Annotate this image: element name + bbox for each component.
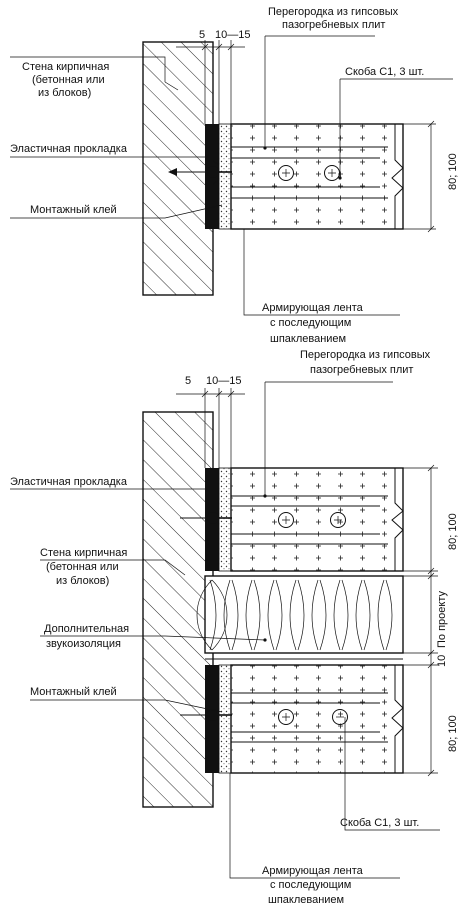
diagram-1: 5 10—15 80; 100 Перегородка из гипсовых bbox=[10, 6, 459, 345]
brick-wall-2 bbox=[142, 411, 214, 808]
gasket-label-1: Эластичная прокладка bbox=[10, 143, 128, 155]
tape-label-2c: шпаклеванием bbox=[268, 894, 344, 906]
partition-slab-2-bottom bbox=[180, 664, 404, 774]
wall-label-1c: из блоков) bbox=[38, 87, 91, 99]
gap-label-2: 10 bbox=[436, 655, 448, 667]
top-dimensions-1: 5 10—15 bbox=[176, 29, 250, 124]
wall-label-1a: Стена кирпичная bbox=[22, 61, 109, 73]
insulation-label-b: звукоизоляция bbox=[46, 638, 121, 650]
mounting-glue-1 bbox=[218, 123, 232, 230]
thickness-dimension-1: 80; 100 bbox=[403, 120, 459, 233]
tape-label-1c: шпаклеванием bbox=[270, 333, 346, 345]
thickness-label-2-top: 80; 100 bbox=[447, 513, 459, 550]
bracket-c1-1 bbox=[168, 160, 340, 185]
partition-label-1a: Перегородка из гипсовых bbox=[268, 6, 399, 18]
partition-label-2a: Перегородка из гипсовых bbox=[300, 349, 431, 361]
thickness-label-2-bottom: 80; 100 bbox=[447, 715, 459, 752]
mounting-glue-2-top bbox=[218, 467, 232, 572]
tape-label-2b: с последующим bbox=[270, 879, 351, 891]
tape-label-1a: Армирующая лента bbox=[262, 302, 364, 314]
mounting-glue-2-bottom bbox=[218, 664, 232, 774]
leaders-1 bbox=[10, 35, 453, 316]
tape-label-1b: с последующим bbox=[270, 317, 351, 329]
wall-label-1b: (бетонная или bbox=[32, 74, 105, 86]
wall-label-2a: Стена кирпичная bbox=[40, 547, 127, 559]
thickness-label-1: 80; 100 bbox=[447, 153, 459, 190]
partition-slab-1 bbox=[230, 123, 404, 230]
partition-label-2b: пазогребневых плит bbox=[310, 364, 413, 376]
glue-label-1: Монтажный клей bbox=[30, 204, 117, 216]
tape-label-2a: Армирующая лента bbox=[262, 865, 364, 877]
wall-label-2b: (бетонная или bbox=[46, 561, 119, 573]
dim-gap-2: 5 bbox=[185, 375, 191, 387]
bracket-label-1: Скоба С1, 3 шт. bbox=[345, 66, 424, 78]
thickness-label-2-mid: По проекту bbox=[436, 591, 448, 648]
right-dimensions-2: 80; 100 По проекту 10 80; 100 bbox=[403, 464, 459, 777]
insulation-label-a: Дополнительная bbox=[44, 623, 129, 635]
dim-glue-1: 10—15 bbox=[215, 29, 250, 41]
top-dimensions-2: 5 10—15 bbox=[176, 375, 245, 468]
diagram-2: 5 10—15 80; 100 По проекту 10 80; 100 П bbox=[10, 349, 459, 906]
sound-insulation bbox=[196, 575, 404, 660]
dim-gap-1: 5 bbox=[199, 29, 205, 41]
dim-glue-2: 10—15 bbox=[206, 375, 241, 387]
brick-wall-1 bbox=[142, 41, 214, 296]
leaders-2 bbox=[10, 381, 440, 879]
partition-slab-2-top bbox=[180, 467, 404, 572]
gasket-label-2: Эластичная прокладка bbox=[10, 476, 128, 488]
bracket-label-2: Скоба С1, 3 шт. bbox=[340, 817, 419, 829]
wall-label-2c: из блоков) bbox=[56, 575, 109, 587]
glue-label-2: Монтажный клей bbox=[30, 686, 117, 698]
partition-label-1b: пазогребневых плит bbox=[282, 19, 385, 31]
